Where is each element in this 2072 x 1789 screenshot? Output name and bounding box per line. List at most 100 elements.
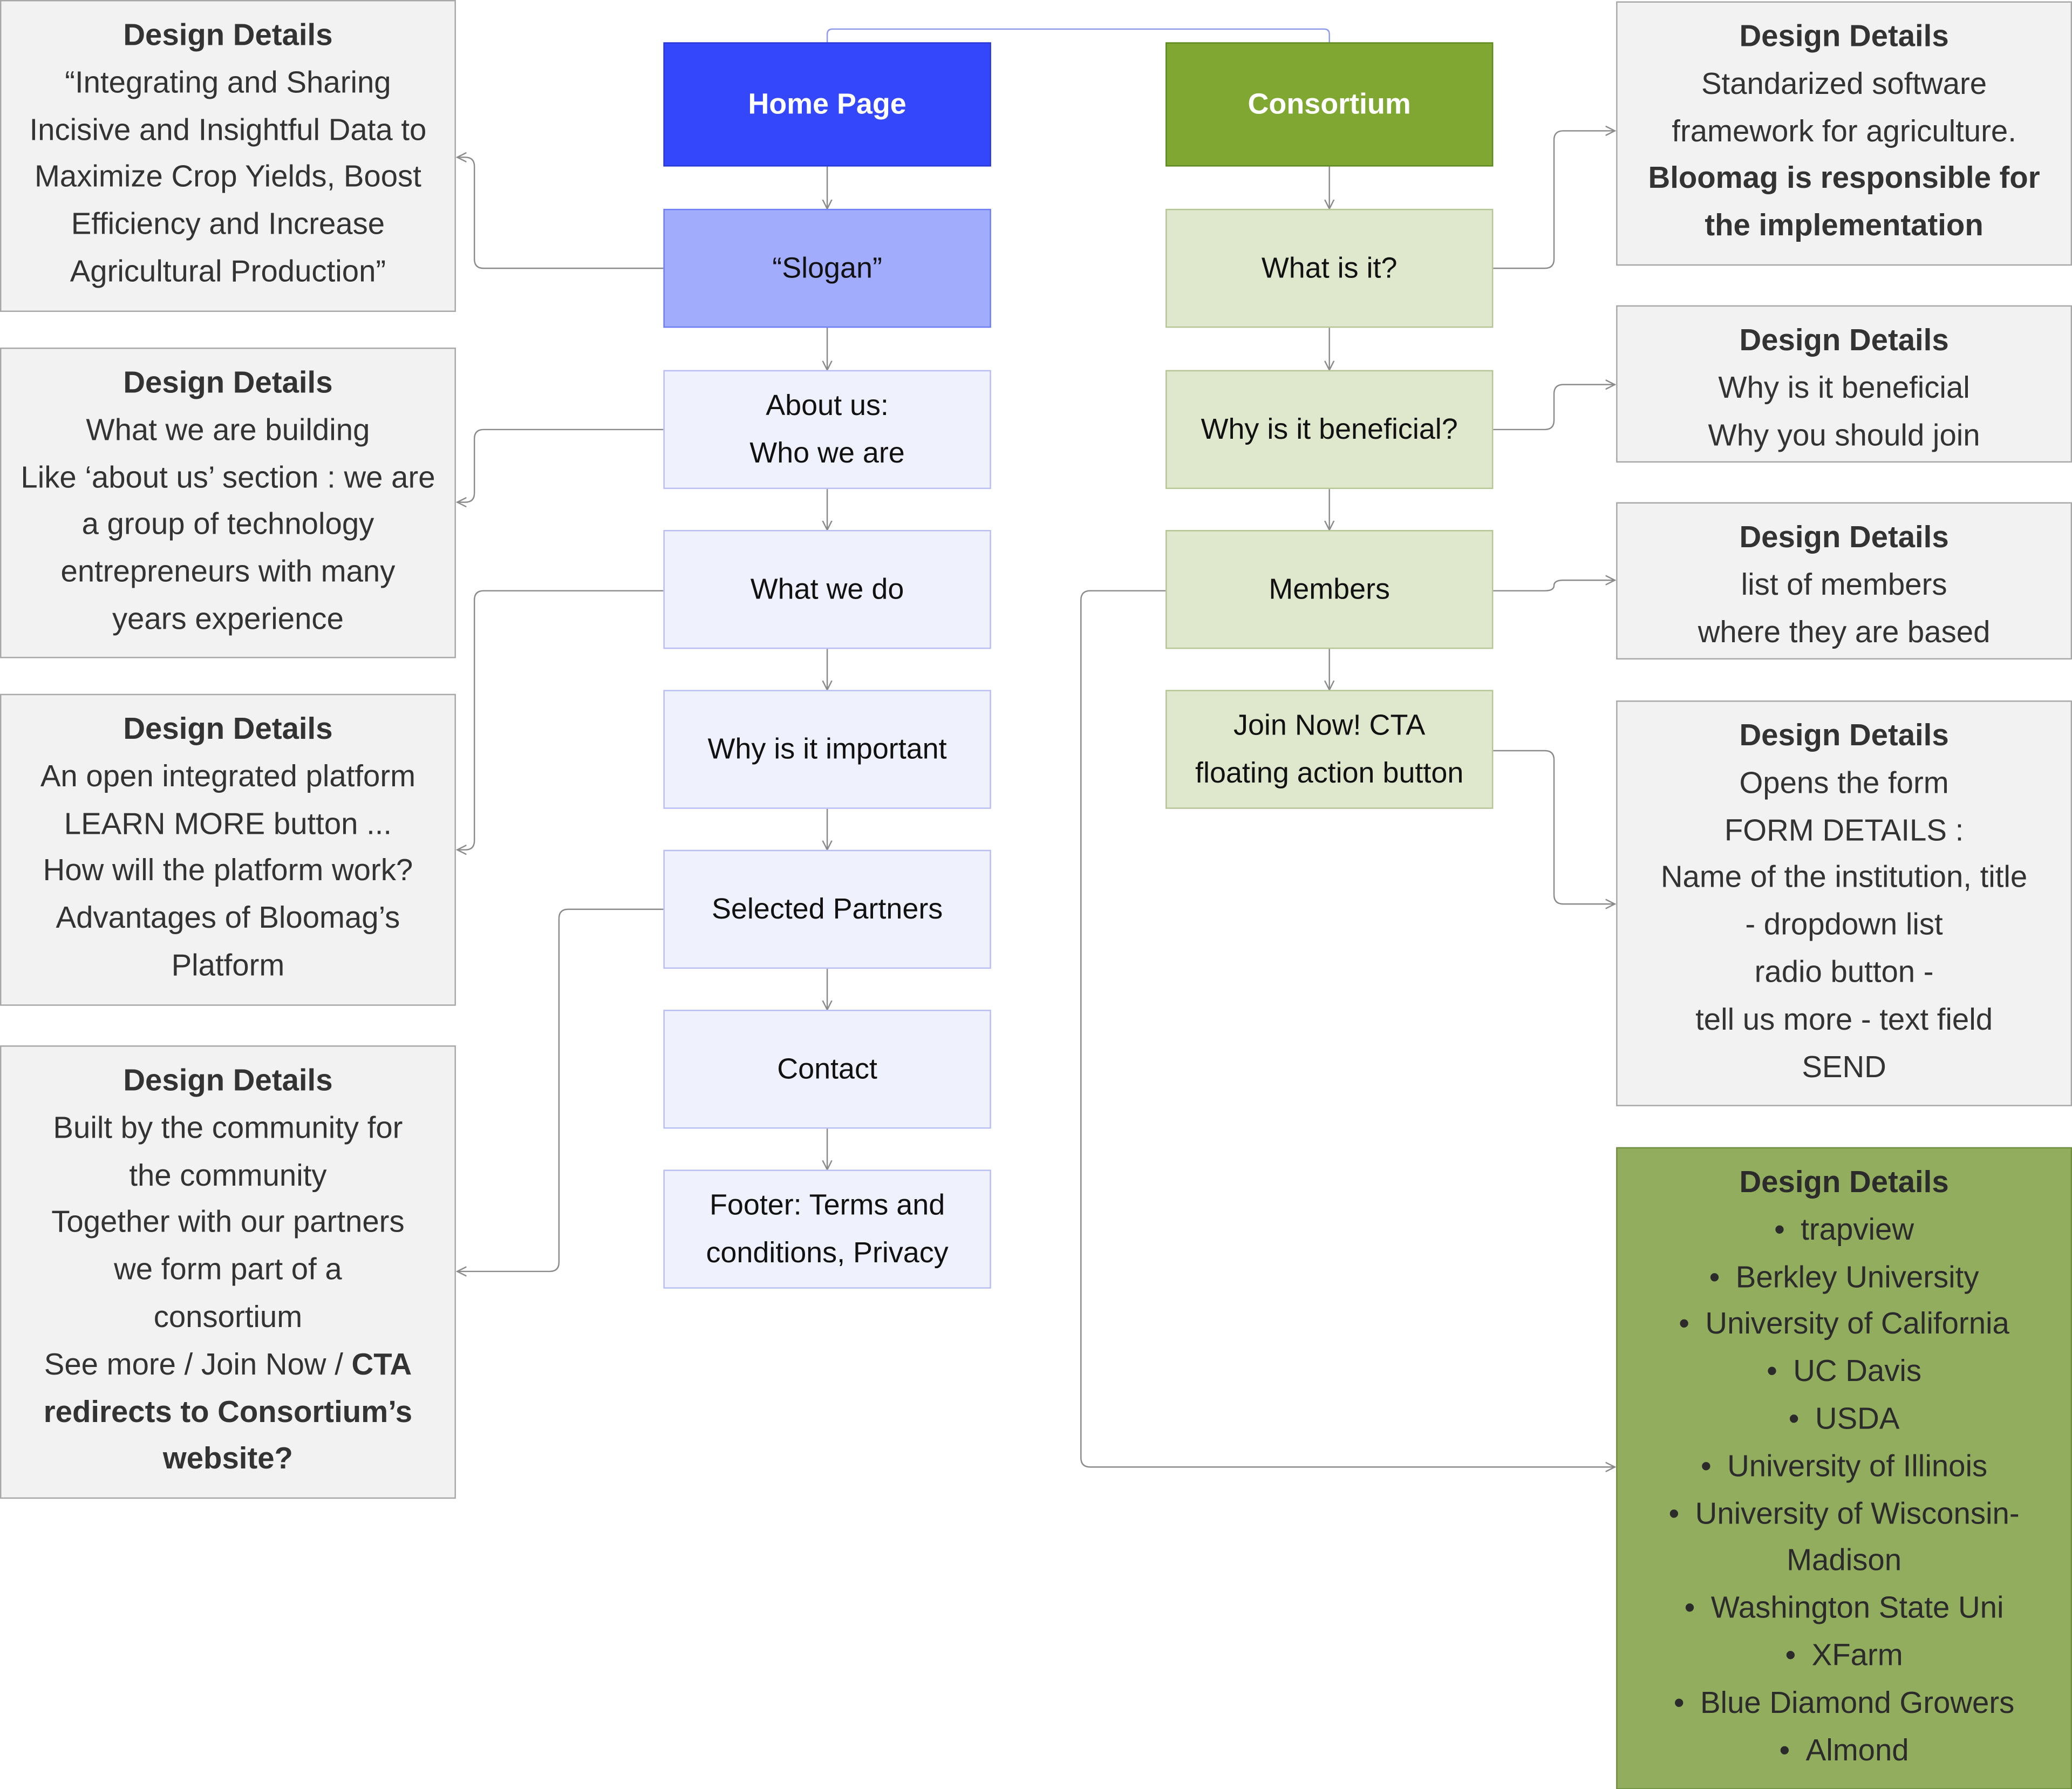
members-label: Members [1269,572,1390,606]
detail-line: Why is it beneficial [1718,370,1970,404]
detail-line: consortium [153,1299,303,1334]
detail-line: FORM DETAILS : [1724,812,1964,847]
why-beneficial-label: Why is it beneficial? [1201,412,1458,446]
home-page-label: Home Page [748,87,906,120]
what-is-it-label: What is it? [1261,251,1398,284]
design-details-title: Design Details [123,364,333,399]
list-item-continuation: Madison [1787,1542,1902,1577]
design-details-members-list: Design Details trapview Berkley Universi… [1616,1147,2072,1789]
design-details-title: Design Details [123,1062,333,1097]
list-item: trapview [1618,1206,2071,1254]
members-list: trapview Berkley University University o… [1618,1206,2071,1774]
why-important-label: Why is it important [707,732,947,765]
detail-line: Opens the form [1739,765,1949,800]
detail-line: An open integrated platform [40,758,416,793]
detail-bold-line: Bloomag is responsible for [1648,160,2040,195]
list-item: UC Davis [1618,1348,2071,1396]
design-details-join-form: Design Details Opens the form FORM DETAI… [1616,700,2072,1106]
detail-bold-text: CTA [351,1346,412,1381]
detail-line: Agricultural Production” [70,254,386,288]
detail-line: What we are building [86,412,370,447]
join-now-label-line2: floating action button [1195,756,1464,790]
detail-bold-line: redirects to Consortium’s [43,1393,413,1429]
list-item: University of Wisconsin- [1618,1490,2071,1538]
about-us-label-line2: Who we are [749,436,905,470]
detail-line: - dropdown list [1745,907,1943,942]
design-details-title: Design Details [1739,1164,1949,1199]
list-item: University of California [1618,1301,2071,1349]
detail-line: Maximize Crop Yields, Boost [34,159,421,194]
consortium-node[interactable]: Consortium [1166,42,1494,167]
detail-line: See more / Join Now / CTA [1,1341,454,1389]
design-details-title: Design Details [1739,18,1949,53]
list-item: Almond [1618,1727,2071,1774]
list-item: Blue Diamond Growers [1618,1679,2071,1727]
design-details-title: Design Details [1739,322,1949,357]
detail-line: Why you should join [1708,417,1980,452]
detail-line: a group of technology [81,506,374,541]
design-details-title: Design Details [1739,519,1949,554]
detail-line: Built by the community for [53,1110,403,1145]
design-details-title: Design Details [123,17,333,52]
selected-partners-node[interactable]: Selected Partners [663,849,991,969]
footer-label-line1: Footer: Terms and [709,1188,945,1221]
join-now-label-line1: Join Now! CTA [1233,708,1426,742]
design-details-members: Design Details list of members where the… [1616,502,2072,660]
about-us-label-line1: About us: [766,389,889,422]
footer-label-line2: conditions, Privacy [706,1235,949,1269]
detail-line: LEARN MORE button ... [64,805,392,840]
home-page-node[interactable]: Home Page [663,42,991,167]
detail-line: framework for agriculture. [1672,113,2016,148]
detail-line: list of members [1741,567,1947,601]
detail-line: “Integrating and Sharing [65,64,391,99]
about-us-node[interactable]: About us: Who we are [663,370,991,489]
detail-line: years experience [112,601,344,636]
detail-line: we form part of a [114,1251,342,1287]
design-details-what-we-do: Design Details An open integrated platfo… [0,693,456,1006]
detail-line: Platform [171,947,285,982]
why-beneficial-node[interactable]: Why is it beneficial? [1166,370,1494,489]
design-details-beneficial: Design Details Why is it beneficial Why … [1616,305,2072,463]
list-item: Berkley University [1618,1254,2071,1301]
design-details-partners: Design Details Built by the community fo… [0,1045,456,1499]
detail-line: where they are based [1698,614,1991,649]
list-item: University of Illinois [1618,1443,2071,1491]
contact-node[interactable]: Contact [663,1010,991,1129]
slogan-node[interactable]: “Slogan” [663,208,991,328]
detail-line: Incisive and Insightful Data to [29,112,427,146]
detail-bold-line: website? [162,1441,293,1476]
detail-line: Name of the institution, title [1660,859,2028,894]
detail-line: radio button - [1754,954,1934,989]
selected-partners-label: Selected Partners [711,892,943,926]
detail-line: the community [129,1157,327,1192]
detail-line: Together with our partners [51,1204,405,1239]
members-node[interactable]: Members [1166,530,1494,649]
why-important-node[interactable]: Why is it important [663,690,991,809]
detail-text: See more / Join Now / [44,1346,352,1381]
join-now-node[interactable]: Join Now! CTA floating action button [1166,690,1494,809]
slogan-label: “Slogan” [772,251,882,284]
design-details-about: Design Details What we are building Like… [0,348,456,658]
detail-bold-line: the implementation [1705,207,1984,242]
contact-label: Contact [777,1052,877,1085]
detail-line: SEND [1802,1049,1886,1084]
what-we-do-node[interactable]: What we do [663,530,991,649]
design-details-slogan: Design Details “Integrating and Sharing … [0,0,456,312]
list-item: Washington State Uni [1618,1585,2071,1632]
design-details-title: Design Details [123,711,333,746]
detail-line: How will the platform work? [43,853,413,888]
list-item: USDA [1618,1396,2071,1443]
detail-line: Like ‘about us’ section : we are [21,459,435,494]
design-details-what-is-it: Design Details Standarized software fram… [1616,1,2072,266]
what-is-it-node[interactable]: What is it? [1166,208,1494,328]
what-we-do-label: What we do [750,572,904,606]
design-details-title: Design Details [1739,717,1949,752]
detail-line: entrepreneurs with many [60,554,396,589]
detail-line: tell us more - text field [1695,1001,1993,1036]
detail-line: Efficiency and Increase [71,206,385,241]
detail-line: Advantages of Bloomag’s [56,900,400,935]
footer-node[interactable]: Footer: Terms and conditions, Privacy [663,1169,991,1289]
